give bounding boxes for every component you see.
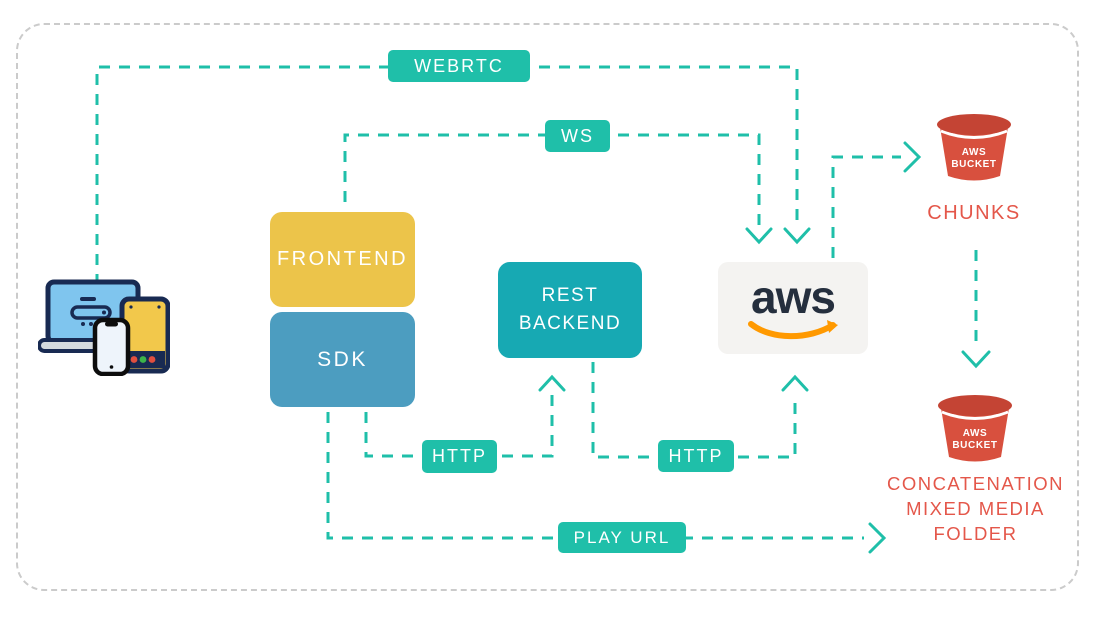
- bucket-chunks-text-line1: AWS: [962, 147, 987, 158]
- chunks-arrowhead-down-icon: [961, 350, 991, 369]
- rest-backend-node: REST BACKEND: [498, 262, 642, 358]
- edge-label-http-sdk-backend: HTTP: [422, 440, 497, 473]
- frontend-label: FRONTEND: [276, 248, 409, 270]
- concatenation-caption: CONCATENATION MIXED MEDIA FOLDER: [878, 472, 1073, 547]
- http-left-label-text: HTTP: [432, 446, 487, 466]
- aws-smile-icon: [748, 320, 838, 340]
- rest-backend-label-line2: BACKEND: [518, 313, 622, 334]
- sdk-label: SDK: [317, 347, 368, 371]
- aws-to-chunks-edge: [831, 155, 901, 258]
- aws-bucket-concatenation-icon: AWS BUCKET: [938, 395, 1012, 462]
- edge-label-http-backend-aws: HTTP: [658, 440, 734, 472]
- play-url-arrowhead-right-icon: [868, 522, 887, 554]
- aws-to-chunks-arrowhead-right-icon: [903, 141, 922, 173]
- http-sdk-to-backend-edge: [364, 395, 554, 458]
- aws-bucket-chunks-icon: AWS BUCKET: [937, 114, 1011, 181]
- concatenation-caption-line3: FOLDER: [933, 522, 1018, 544]
- http-backend-to-aws-edge: [591, 362, 797, 459]
- ws-edge: [343, 133, 761, 228]
- devices-icon: [38, 279, 170, 376]
- http-backend-arrowhead-up-icon: [781, 374, 809, 392]
- bucket-concat-text-line1: AWS: [963, 428, 988, 439]
- bucket-concat-text-line2: BUCKET: [952, 440, 997, 451]
- edge-label-ws: WS: [545, 120, 610, 152]
- bucket-chunks-text-line2: BUCKET: [951, 159, 996, 170]
- aws-logo-text: aws: [751, 271, 836, 323]
- http-sdk-arrowhead-up-icon: [538, 374, 566, 392]
- play-url-edge: [326, 412, 864, 540]
- chunks-caption: CHUNKS: [927, 202, 1021, 224]
- diagram-dashed-frame: [16, 23, 1079, 591]
- concatenation-caption-line2: MIXED MEDIA: [906, 497, 1045, 519]
- http-right-label-text: HTTP: [668, 445, 724, 466]
- concatenation-caption-line1: CONCATENATION: [886, 473, 1065, 494]
- play-url-label-text: PLAY URL: [573, 527, 671, 547]
- sdk-node: SDK: [270, 312, 415, 407]
- ws-arrowhead-down-icon: [745, 227, 773, 245]
- edge-label-webrtc: WEBRTC: [388, 50, 530, 82]
- aws-node: aws: [718, 262, 868, 354]
- ws-label-text: WS: [561, 125, 594, 146]
- webrtc-label-text: WEBRTC: [414, 55, 504, 76]
- webrtc-arrowhead-down-icon: [783, 227, 811, 245]
- edge-label-play-url: PLAY URL: [558, 522, 686, 553]
- rest-backend-label-line1: REST: [541, 285, 599, 307]
- webrtc-edge: [95, 65, 799, 285]
- frontend-node: FRONTEND: [270, 212, 415, 307]
